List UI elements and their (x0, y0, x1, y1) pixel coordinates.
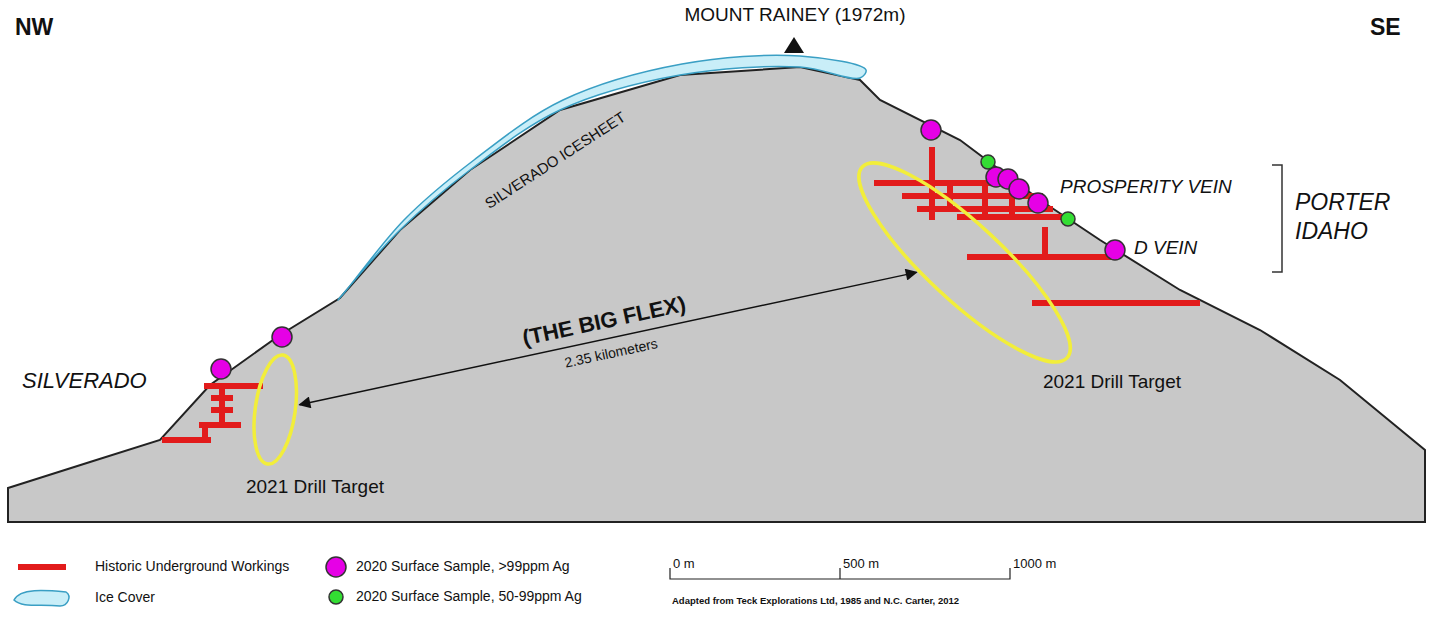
source-note: Adapted from Teck Explorations Ltd, 1985… (672, 596, 959, 607)
legend-swatch (324, 585, 348, 609)
summit-triangle (784, 37, 804, 53)
surface-sample (211, 359, 231, 379)
target-outline (837, 139, 1094, 386)
target-outline (248, 353, 303, 467)
target-label: 2021 Drill Target (1043, 371, 1181, 393)
scale-label: 1000 m (1013, 557, 1056, 572)
scale-bar (670, 568, 1010, 579)
place-label: MOUNT RAINEY (1972m) (684, 4, 905, 26)
legend-line-sample (18, 564, 66, 570)
legend-dot (329, 590, 343, 604)
drill-target: 2021 Drill Target (254, 355, 296, 464)
distance-arrow (300, 272, 917, 404)
underground-working (1035, 300, 1197, 306)
group-bracket (1272, 165, 1282, 272)
surface-sample (272, 327, 292, 347)
underground-working (1009, 196, 1015, 217)
surface-sample (1105, 240, 1125, 260)
underground-working (1042, 230, 1048, 257)
legend-ice-sample (14, 590, 69, 606)
surface-sample (1028, 193, 1048, 213)
place-label: PROSPERITY VEIN (1060, 176, 1232, 198)
legend-text: Historic Underground Workings (95, 558, 289, 574)
target-label: 2021 Drill Target (246, 476, 384, 498)
place-label: SILVERADO (22, 368, 147, 393)
legend-text: 2020 Surface Sample, 50-99ppm Ag (356, 588, 582, 604)
drill-target: 2021 Drill Target (859, 163, 1070, 362)
underground-working (207, 383, 260, 389)
target-ellipse (859, 163, 1070, 362)
underground-working (214, 395, 230, 401)
underground-working (214, 407, 230, 413)
underground-working (219, 386, 225, 425)
place-label: NW (15, 14, 53, 40)
underground-working (877, 180, 1000, 186)
legend-text: 2020 Surface Sample, >99ppm Ag (356, 558, 570, 574)
underground-working (165, 437, 208, 443)
surface-sample (1009, 179, 1029, 199)
mountain-ground (8, 67, 1425, 522)
place-label: SE (1370, 14, 1401, 40)
legend-text: Ice Cover (95, 589, 155, 605)
surface-sample (981, 155, 995, 169)
surface-sample (1061, 212, 1075, 226)
underground-working (982, 183, 988, 217)
scale-label: 500 m (843, 557, 879, 572)
ice-sheet (338, 55, 866, 300)
legend-dot (326, 557, 346, 577)
place-label: PORTER IDAHO (1295, 188, 1420, 246)
place-label: D VEIN (1134, 237, 1197, 259)
underground-working (929, 150, 935, 217)
scale-label: 0 m (673, 557, 695, 572)
surface-sample (921, 120, 941, 140)
legend-swatch (324, 555, 348, 579)
underground-working (947, 183, 953, 209)
target-ellipse (254, 355, 296, 464)
